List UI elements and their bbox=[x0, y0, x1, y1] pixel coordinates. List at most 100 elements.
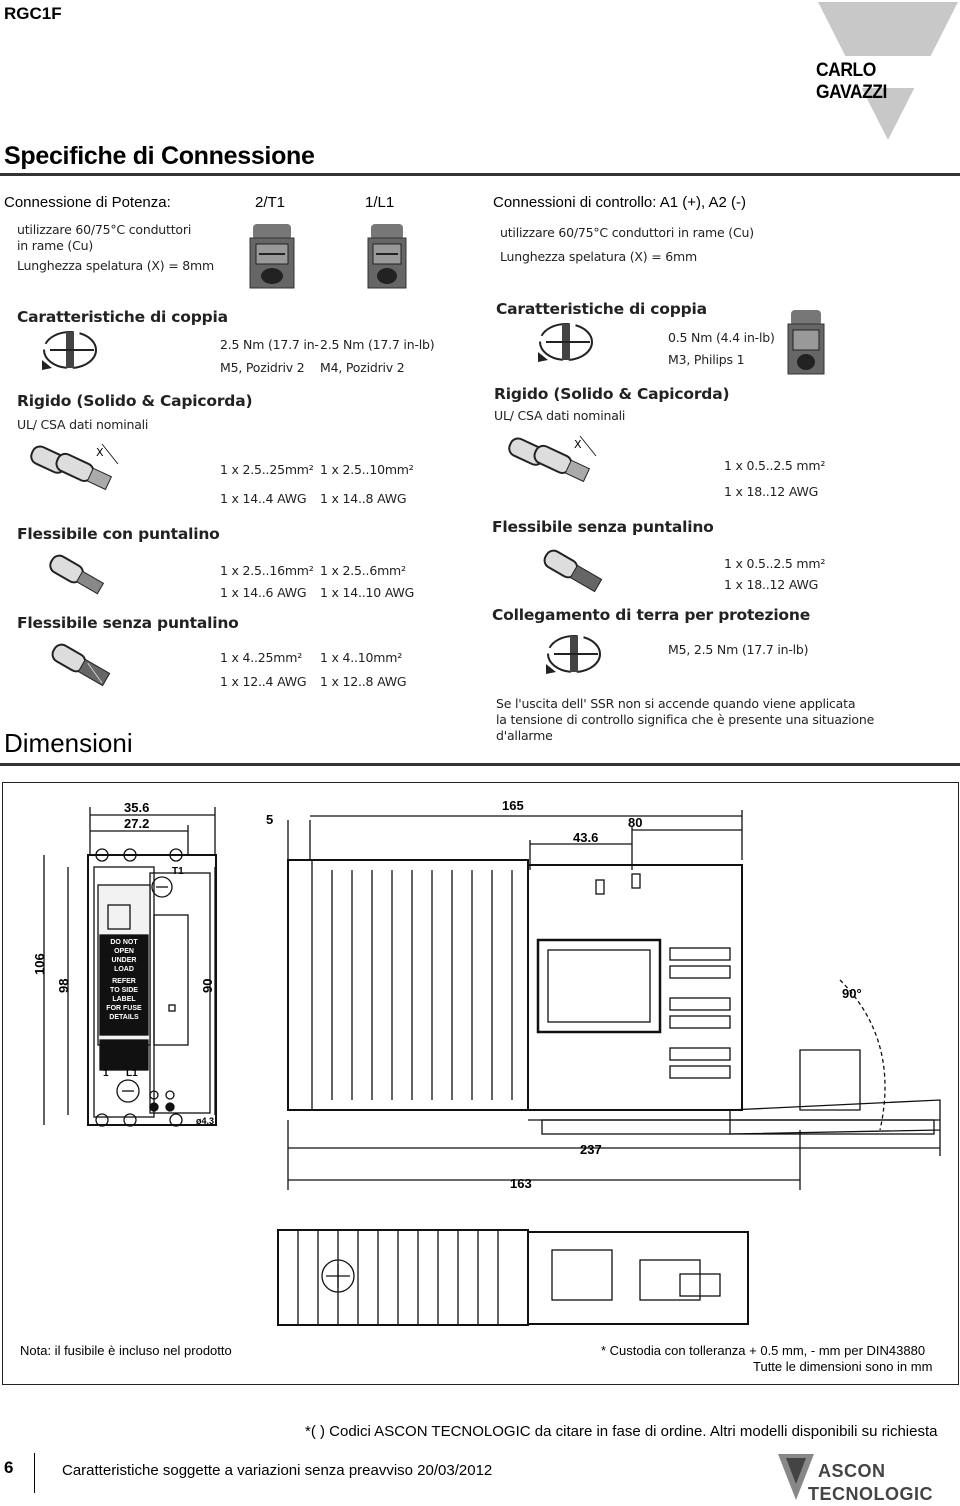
svg-text:X: X bbox=[96, 446, 104, 459]
power-flex-with-mm-1: 1 x 2.5..16mm² bbox=[220, 563, 314, 578]
document-code: RGC1F bbox=[4, 4, 62, 23]
dim-angle-90: 90° bbox=[842, 986, 862, 1001]
control-conductor-note: utilizzare 60/75°C conduttori in rame (C… bbox=[500, 225, 754, 240]
ascon-logo-text-1: ASCON bbox=[818, 1461, 886, 1481]
dim-90: 90 bbox=[200, 978, 215, 993]
power-flex-with-awg-1: 1 x 14..6 AWG bbox=[220, 585, 307, 600]
power-torque-1: 2.5 Nm (17.7 in- bbox=[220, 337, 319, 352]
power-copper-note: in rame (Cu) bbox=[17, 238, 94, 253]
power-flex-without-mm-2: 1 x 4..10mm² bbox=[320, 650, 403, 665]
dimensions-drawing-frame bbox=[2, 782, 959, 1385]
power-conductor-note: utilizzare 60/75°C conduttori bbox=[17, 222, 192, 237]
ascon-logo-text-2: TECNOLOGIC bbox=[808, 1484, 933, 1504]
power-rigid-mm-1: 1 x 2.5..25mm² bbox=[220, 462, 314, 477]
power-rigid-awg-2: 1 x 14..8 AWG bbox=[320, 491, 407, 506]
dim-165: 165 bbox=[502, 798, 524, 813]
terminal-1-mark: 1 bbox=[103, 1068, 109, 1079]
control-rigid-sub: UL/ CSA dati nominali bbox=[494, 408, 626, 423]
front-view-drawing bbox=[43, 807, 217, 1127]
screwdriver-torque-icon bbox=[42, 331, 97, 370]
carlo-gavazzi-logo-mark bbox=[818, 2, 958, 140]
dim-163: 163 bbox=[510, 1176, 532, 1191]
power-screw-2: M4, Pozidriv 2 bbox=[320, 360, 405, 375]
page-number: 6 bbox=[4, 1458, 14, 1477]
control-rigid-wire-icon: X bbox=[508, 435, 597, 483]
fuse-warning-line: REFER bbox=[112, 978, 136, 985]
fuse-warning-line: UNDER bbox=[111, 957, 137, 964]
terminal-2t1-icon bbox=[249, 224, 295, 289]
page-title: Specifiche di Connessione bbox=[4, 142, 315, 170]
control-rigid-title: Rigido (Solido & Capicorda) bbox=[494, 385, 730, 403]
power-rigid-awg-1: 1 x 14..4 AWG bbox=[220, 491, 307, 506]
dim-80: 80 bbox=[628, 815, 643, 830]
ascon-logo-mark bbox=[778, 1454, 814, 1500]
brand-name: CARLO GAVAZZI bbox=[816, 60, 887, 103]
dim-106: 106 bbox=[32, 953, 47, 975]
dim-237: 237 bbox=[580, 1142, 602, 1157]
control-flex-title: Flessibile senza puntalino bbox=[492, 518, 714, 536]
tolerance-note: * Custodia con tolleranza + 0.5 mm, - mm… bbox=[601, 1343, 926, 1358]
hole-diameter: ø4.3 bbox=[196, 1116, 215, 1126]
dim-5: 5 bbox=[266, 812, 274, 827]
power-flex-without-awg-1: 1 x 12..4 AWG bbox=[220, 674, 307, 689]
fuse-warning-line: OPEN bbox=[114, 948, 134, 955]
dim-43-6: 43.6 bbox=[573, 830, 599, 845]
dim-27-2: 27.2 bbox=[124, 816, 150, 831]
power-torque-title: Caratteristiche di coppia bbox=[17, 308, 228, 326]
control-flex-awg: 1 x 18..12 AWG bbox=[724, 577, 819, 592]
control-strip-length: Lunghezza spelatura (X) = 6mm bbox=[500, 249, 698, 264]
footer-divider bbox=[34, 1453, 35, 1493]
ferrule-wire-icon bbox=[49, 554, 105, 595]
power-rigid-title: Rigido (Solido & Capicorda) bbox=[17, 392, 253, 410]
terminal-l1-mark: L1 bbox=[126, 1068, 138, 1079]
units-note: Tutte le dimensioni sono in mm bbox=[753, 1359, 933, 1374]
terminal-2t1-label: 2/T1 bbox=[255, 194, 286, 211]
earth-spec: M5, 2.5 Nm (17.7 in-lb) bbox=[668, 642, 809, 657]
rigid-wire-icon: X bbox=[30, 443, 119, 491]
footer-disclaimer: Caratteristiche soggette a variazioni se… bbox=[62, 1462, 493, 1479]
control-torque-title: Caratteristiche di coppia bbox=[496, 300, 707, 318]
power-flex-with-title: Flessibile con puntalino bbox=[17, 525, 220, 543]
power-rigid-sub: UL/ CSA dati nominali bbox=[17, 417, 149, 432]
power-connection-label: Connessione di Potenza: bbox=[4, 194, 171, 211]
power-rigid-mm-2: 1 x 2.5..10mm² bbox=[320, 462, 414, 477]
fuse-warning-line: LABEL bbox=[112, 996, 136, 1003]
dim-98: 98 bbox=[56, 978, 71, 993]
earth-screwdriver-icon bbox=[546, 635, 601, 674]
fuse-warning-line: DO NOT bbox=[110, 939, 138, 946]
fuse-warning-line: LOAD bbox=[114, 966, 134, 973]
control-terminal-icon bbox=[787, 310, 825, 375]
terminal-t1-mark: T1 bbox=[172, 866, 184, 877]
power-flex-without-mm-1: 1 x 4..25mm² bbox=[220, 650, 303, 665]
power-flex-without-awg-2: 1 x 12..8 AWG bbox=[320, 674, 407, 689]
alarm-note-2: la tensione di controllo significa che è… bbox=[496, 712, 875, 727]
control-screwdriver-icon bbox=[538, 323, 593, 362]
side-view-drawing bbox=[287, 810, 941, 1190]
power-flex-without-title: Flessibile senza puntalino bbox=[17, 614, 239, 632]
alarm-note-1: Se l'uscita dell' SSR non si accende qua… bbox=[496, 696, 856, 711]
power-screw-1: M5, Pozidriv 2 bbox=[220, 360, 305, 375]
dimensions-title: Dimensioni bbox=[4, 728, 133, 758]
earth-title: Collegamento di terra per protezione bbox=[492, 606, 811, 624]
power-flex-with-mm-2: 1 x 2.5..6mm² bbox=[320, 563, 406, 578]
fuse-warning-line: DETAILS bbox=[109, 1014, 139, 1021]
power-torque-2: 2.5 Nm (17.7 in-lb) bbox=[320, 337, 435, 352]
dim-35-6: 35.6 bbox=[124, 800, 150, 815]
dimensions-rule bbox=[0, 763, 960, 766]
power-strip-length: Lunghezza spelatura (X) = 8mm bbox=[17, 258, 215, 273]
ordering-codes-note: *( ) Codici ASCON TECNOLOGIC da citare i… bbox=[305, 1423, 938, 1440]
control-flex-mm: 1 x 0.5..2.5 mm² bbox=[724, 556, 826, 571]
control-bare-wire-icon bbox=[543, 549, 603, 593]
control-screw: M3, Philips 1 bbox=[668, 352, 745, 367]
title-rule bbox=[0, 173, 960, 176]
fuse-note: Nota: il fusibile è incluso nel prodotto bbox=[20, 1343, 232, 1358]
fuse-warning-line: FOR FUSE bbox=[106, 1005, 142, 1012]
svg-text:X: X bbox=[574, 438, 582, 451]
terminal-1l1-icon bbox=[367, 224, 407, 289]
power-flex-with-awg-2: 1 x 14..10 AWG bbox=[320, 585, 415, 600]
alarm-note-3: d'allarme bbox=[496, 728, 553, 743]
bottom-view-drawing bbox=[277, 1229, 749, 1326]
bare-wire-icon bbox=[51, 643, 111, 687]
control-rigid-awg: 1 x 18..12 AWG bbox=[724, 484, 819, 499]
